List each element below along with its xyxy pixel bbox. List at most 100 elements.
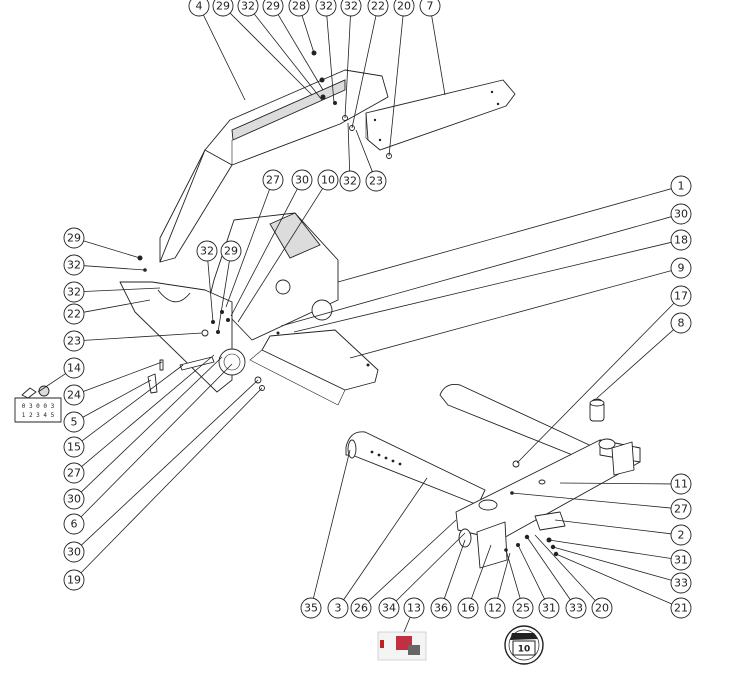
callout-circle	[403, 597, 425, 619]
leader-line-32	[326, 15, 335, 104]
callout-27: 27	[670, 498, 692, 520]
callout-15: 15	[63, 436, 85, 458]
callout-number: 21	[674, 602, 688, 615]
decal-12-speed-badge: 10	[504, 625, 544, 665]
callout-number: 32	[343, 175, 357, 188]
leader-line-30	[230, 188, 298, 317]
callout-27: 27	[262, 169, 284, 191]
callout-circle	[670, 597, 692, 619]
leader-line-3	[343, 477, 428, 600]
leader-line-11	[559, 482, 672, 485]
callout-circle	[670, 285, 692, 307]
callout-number: 29	[67, 232, 81, 245]
leader-line-32	[344, 15, 351, 119]
callout-number: 31	[674, 554, 688, 567]
callout-6: 6	[63, 513, 85, 535]
callout-circle	[188, 0, 210, 17]
callout-circle	[63, 330, 85, 352]
callout-number: 20	[595, 602, 609, 615]
callout-21: 21	[670, 597, 692, 619]
leader-line-15	[81, 364, 184, 442]
leader-line-32	[253, 13, 323, 101]
callout-35: 35	[300, 597, 322, 619]
callout-circle	[262, 169, 284, 191]
part-rail-11	[439, 384, 641, 569]
callout-circle	[670, 549, 692, 571]
callout-31: 31	[670, 549, 692, 571]
callout-circle	[63, 281, 85, 303]
part-trough-9	[249, 329, 379, 406]
callout-number: 19	[67, 574, 81, 587]
callout-number: 27	[674, 503, 688, 516]
callout-9: 9	[670, 257, 692, 279]
callout-4: 4	[188, 0, 210, 17]
leader-line-31	[548, 539, 672, 559]
callout-circle	[365, 170, 387, 192]
callout-circle	[393, 0, 415, 17]
leader-line-34	[395, 532, 466, 602]
callout-number: 22	[67, 308, 81, 321]
leader-line-20	[388, 15, 404, 157]
callout-number: 18	[674, 234, 688, 247]
callout-number: 23	[67, 335, 81, 348]
callout-18: 18	[670, 229, 692, 251]
callout-24: 24	[63, 384, 85, 406]
leader-line-14	[37, 373, 66, 393]
callout-number: 1	[678, 180, 685, 193]
callout-number: 30	[295, 174, 309, 187]
callout-circle	[430, 597, 452, 619]
callout-31: 31	[538, 597, 560, 619]
callout-32: 32	[340, 0, 362, 17]
callout-number: 27	[266, 174, 280, 187]
part-plate-7	[365, 79, 516, 151]
callout-10: 10	[317, 169, 339, 191]
leader-line-35	[313, 449, 351, 599]
leader-line-21	[555, 553, 672, 605]
leader-line-32	[207, 260, 214, 323]
callout-number: 25	[516, 602, 530, 615]
leader-line-9	[349, 270, 672, 359]
callout-number: 24	[67, 389, 81, 402]
leader-line-25	[505, 549, 521, 599]
callout-32: 32	[63, 281, 85, 303]
callout-circle	[591, 597, 613, 619]
callout-number: 3	[335, 602, 342, 615]
callout-14: 14	[63, 357, 85, 379]
decal-top-row: 0 3 0 0 3	[22, 403, 55, 410]
callout-12: 12	[484, 597, 506, 619]
callout-26: 26	[350, 597, 372, 619]
callout-32: 32	[196, 240, 218, 262]
leader-line-32	[83, 265, 146, 271]
callout-number: 29	[224, 245, 238, 258]
decal-bottom-row: 1 2 3 4 5	[22, 412, 55, 419]
leader-line-5	[82, 379, 152, 418]
callout-30: 30	[291, 169, 313, 191]
callout-circle	[220, 240, 242, 262]
callout-number: 16	[461, 602, 475, 615]
callout-circle	[63, 303, 85, 325]
leader-line-7	[431, 15, 446, 96]
callout-number: 32	[241, 0, 255, 13]
leader-line-31	[517, 544, 545, 600]
callout-number: 12	[488, 602, 502, 615]
callout-circle	[262, 0, 284, 17]
leader-line-36	[443, 539, 466, 599]
leader-line-20	[534, 534, 596, 601]
callout-number: 31	[542, 602, 556, 615]
leader-line-23	[83, 332, 203, 341]
leader-line-26	[368, 519, 457, 602]
callout-number: 32	[344, 0, 358, 13]
leader-line-27	[81, 354, 215, 467]
callout-2: 2	[670, 524, 692, 546]
callout-number: 5	[71, 416, 78, 429]
leader-line-28	[301, 15, 315, 54]
leader-line-12	[497, 552, 511, 599]
callout-23: 23	[63, 330, 85, 352]
callout-22: 22	[367, 0, 389, 17]
speed-label: 10	[518, 645, 531, 655]
callout-number: 32	[67, 259, 81, 272]
callout-circle	[237, 0, 259, 17]
leader-line-29	[277, 14, 324, 91]
callout-33: 33	[565, 597, 587, 619]
